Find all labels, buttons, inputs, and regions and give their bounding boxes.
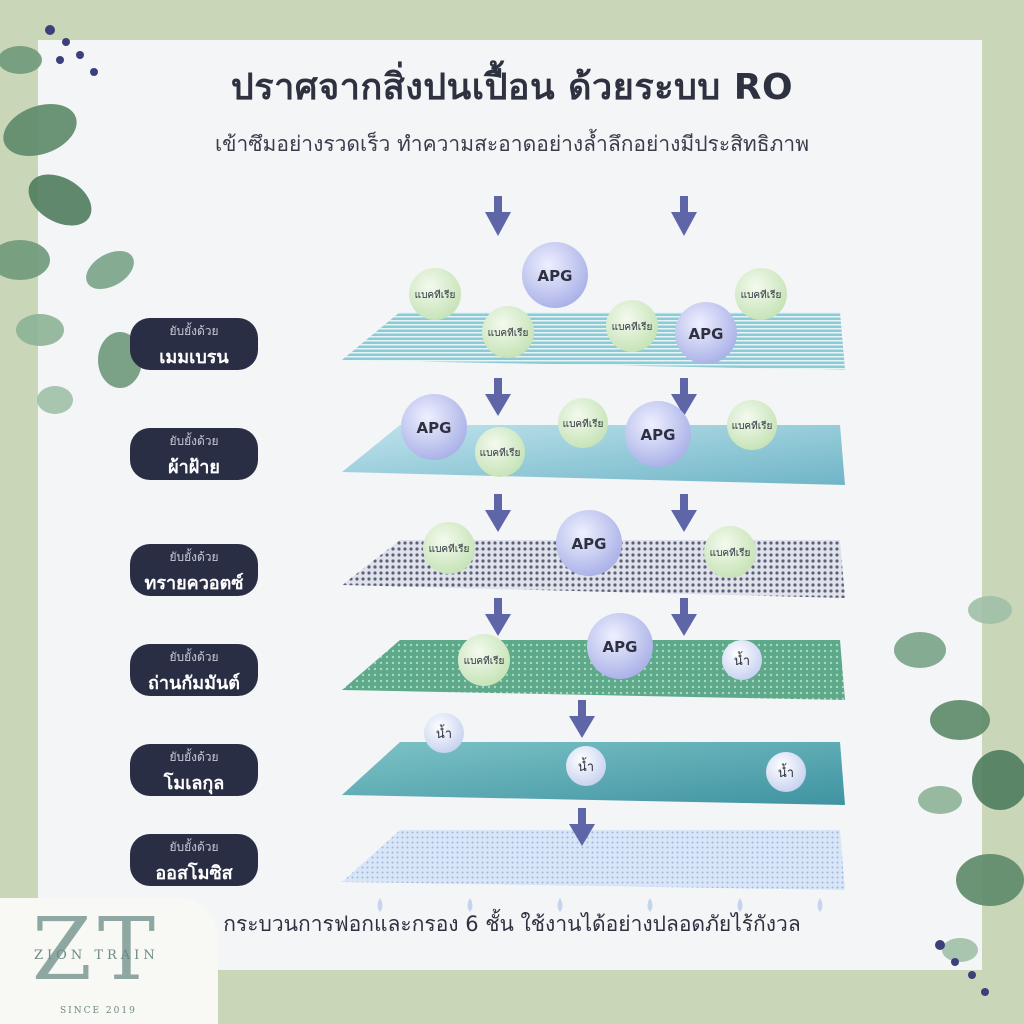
bacteria-bubble: แบคทีเรีย	[458, 634, 510, 686]
arrow-down-icon	[485, 494, 511, 532]
bacteria-bubble: แบคทีเรีย	[482, 306, 534, 358]
layer-pill-membrane: ยับยั้งด้วย เมมเบรน	[130, 318, 258, 370]
flow-arrows	[485, 196, 697, 846]
bacteria-label: แบคทีเรีย	[480, 447, 521, 459]
sheet-cotton	[342, 425, 845, 485]
apg-label: APG	[538, 267, 573, 285]
layer-caption: ยับยั้งด้วย	[169, 650, 219, 664]
arrow-down-icon	[485, 598, 511, 636]
sheet-osmosis	[342, 830, 845, 890]
bacteria-bubble: แบคทีเรีย	[423, 522, 475, 574]
footer-caption: กระบวนการฟอกและกรอง 6 ชั้น ใช้งานได้อย่า…	[223, 912, 801, 936]
layer-pill-activated-carbon: ยับยั้งด้วย ถ่านกัมมันต์	[130, 644, 258, 696]
water-bubble: น้ำ	[722, 640, 762, 680]
layer-name: ผ้าฝ้าย	[168, 457, 220, 478]
logo-since: SINCE 2019	[60, 1006, 137, 1016]
layer-caption: ยับยั้งด้วย	[169, 750, 219, 764]
layer-name: ออสโมซิส	[155, 863, 233, 884]
apg-bubble: APG	[556, 510, 622, 576]
water-label: น้ำ	[578, 757, 594, 775]
arrow-down-icon	[569, 808, 595, 846]
brand-logo: ZT ZION TRAIN SINCE 2019	[0, 898, 218, 1024]
layer-caption: ยับยั้งด้วย	[169, 324, 219, 338]
bacteria-label: แบคทีเรีย	[741, 289, 782, 301]
apg-bubble: APG	[401, 394, 467, 460]
layer-name: ถ่านกัมมันต์	[148, 673, 240, 694]
bacteria-bubble: แบคทีเรีย	[735, 268, 787, 320]
water-label: น้ำ	[436, 724, 452, 742]
apg-bubble: APG	[625, 401, 691, 467]
bubbles: APG APG APG APG APG APG แบคทีเรีย แบคทีเ…	[401, 242, 806, 792]
logo-letters: ZT	[32, 900, 162, 1000]
layer-pill-molecular: ยับยั้งด้วย โมเลกุล	[130, 744, 258, 796]
layer-caption: ยับยั้งด้วย	[169, 550, 219, 564]
bacteria-label: แบคทีเรีย	[488, 327, 529, 339]
layer-pill-cotton: ยับยั้งด้วย ผ้าฝ้าย	[130, 428, 258, 480]
bacteria-bubble: แบคทีเรีย	[558, 398, 608, 448]
layer-pill-osmosis: ยับยั้งด้วย ออสโมซิส	[130, 834, 258, 886]
water-bubble: น้ำ	[566, 746, 606, 786]
layer-caption: ยับยั้งด้วย	[169, 840, 219, 854]
bacteria-label: แบคทีเรีย	[612, 321, 653, 333]
logo-brand: ZION TRAIN	[34, 948, 159, 963]
bacteria-label: แบคทีเรีย	[415, 289, 456, 301]
apg-bubble: APG	[675, 302, 737, 364]
page-subtitle: เข้าซึมอย่างรวดเร็ว ทำความสะอาดอย่างล้ำล…	[214, 132, 810, 156]
bacteria-label: แบคทีเรีย	[732, 420, 773, 432]
bacteria-bubble: แบคทีเรีย	[606, 300, 658, 352]
apg-label: APG	[641, 426, 676, 444]
apg-label: APG	[572, 535, 607, 553]
layer-name: เมมเบรน	[159, 347, 229, 368]
bacteria-bubble: แบคทีเรีย	[409, 268, 461, 320]
water-label: น้ำ	[734, 651, 750, 669]
apg-bubble: APG	[587, 613, 653, 679]
bacteria-bubble: แบคทีเรีย	[704, 526, 756, 578]
layer-pill-quartz-sand: ยับยั้งด้วย ทรายควอตซ์	[130, 544, 258, 596]
arrow-down-icon	[671, 598, 697, 636]
arrow-down-icon	[485, 378, 511, 416]
layer-name: ทรายควอตซ์	[144, 573, 244, 594]
layer-caption: ยับยั้งด้วย	[169, 434, 219, 448]
layer-name: โมเลกุล	[163, 773, 225, 794]
water-bubble: น้ำ	[766, 752, 806, 792]
arrow-down-icon	[671, 196, 697, 236]
bacteria-bubble: แบคทีเรีย	[475, 427, 525, 477]
diagram-panel	[38, 40, 982, 970]
water-drops	[377, 898, 823, 912]
bacteria-label: แบคทีเรีย	[429, 543, 470, 555]
arrow-down-icon	[671, 494, 697, 532]
water-label: น้ำ	[778, 763, 794, 781]
arrow-down-icon	[671, 378, 697, 416]
arrow-down-icon	[569, 700, 595, 738]
arrow-down-icon	[485, 196, 511, 236]
bacteria-label: แบคทีเรีย	[563, 418, 604, 430]
apg-label: APG	[689, 325, 724, 343]
page-title: ปราศจากสิ่งปนเปื้อน ด้วยระบบ RO	[230, 67, 794, 108]
apg-label: APG	[603, 638, 638, 656]
bacteria-bubble: แบคทีเรีย	[727, 400, 777, 450]
sheet-membrane	[342, 312, 845, 370]
apg-bubble: APG	[522, 242, 588, 308]
water-bubble: น้ำ	[424, 713, 464, 753]
apg-label: APG	[417, 419, 452, 437]
bacteria-label: แบคทีเรีย	[710, 547, 751, 559]
bacteria-label: แบคทีเรีย	[464, 655, 505, 667]
